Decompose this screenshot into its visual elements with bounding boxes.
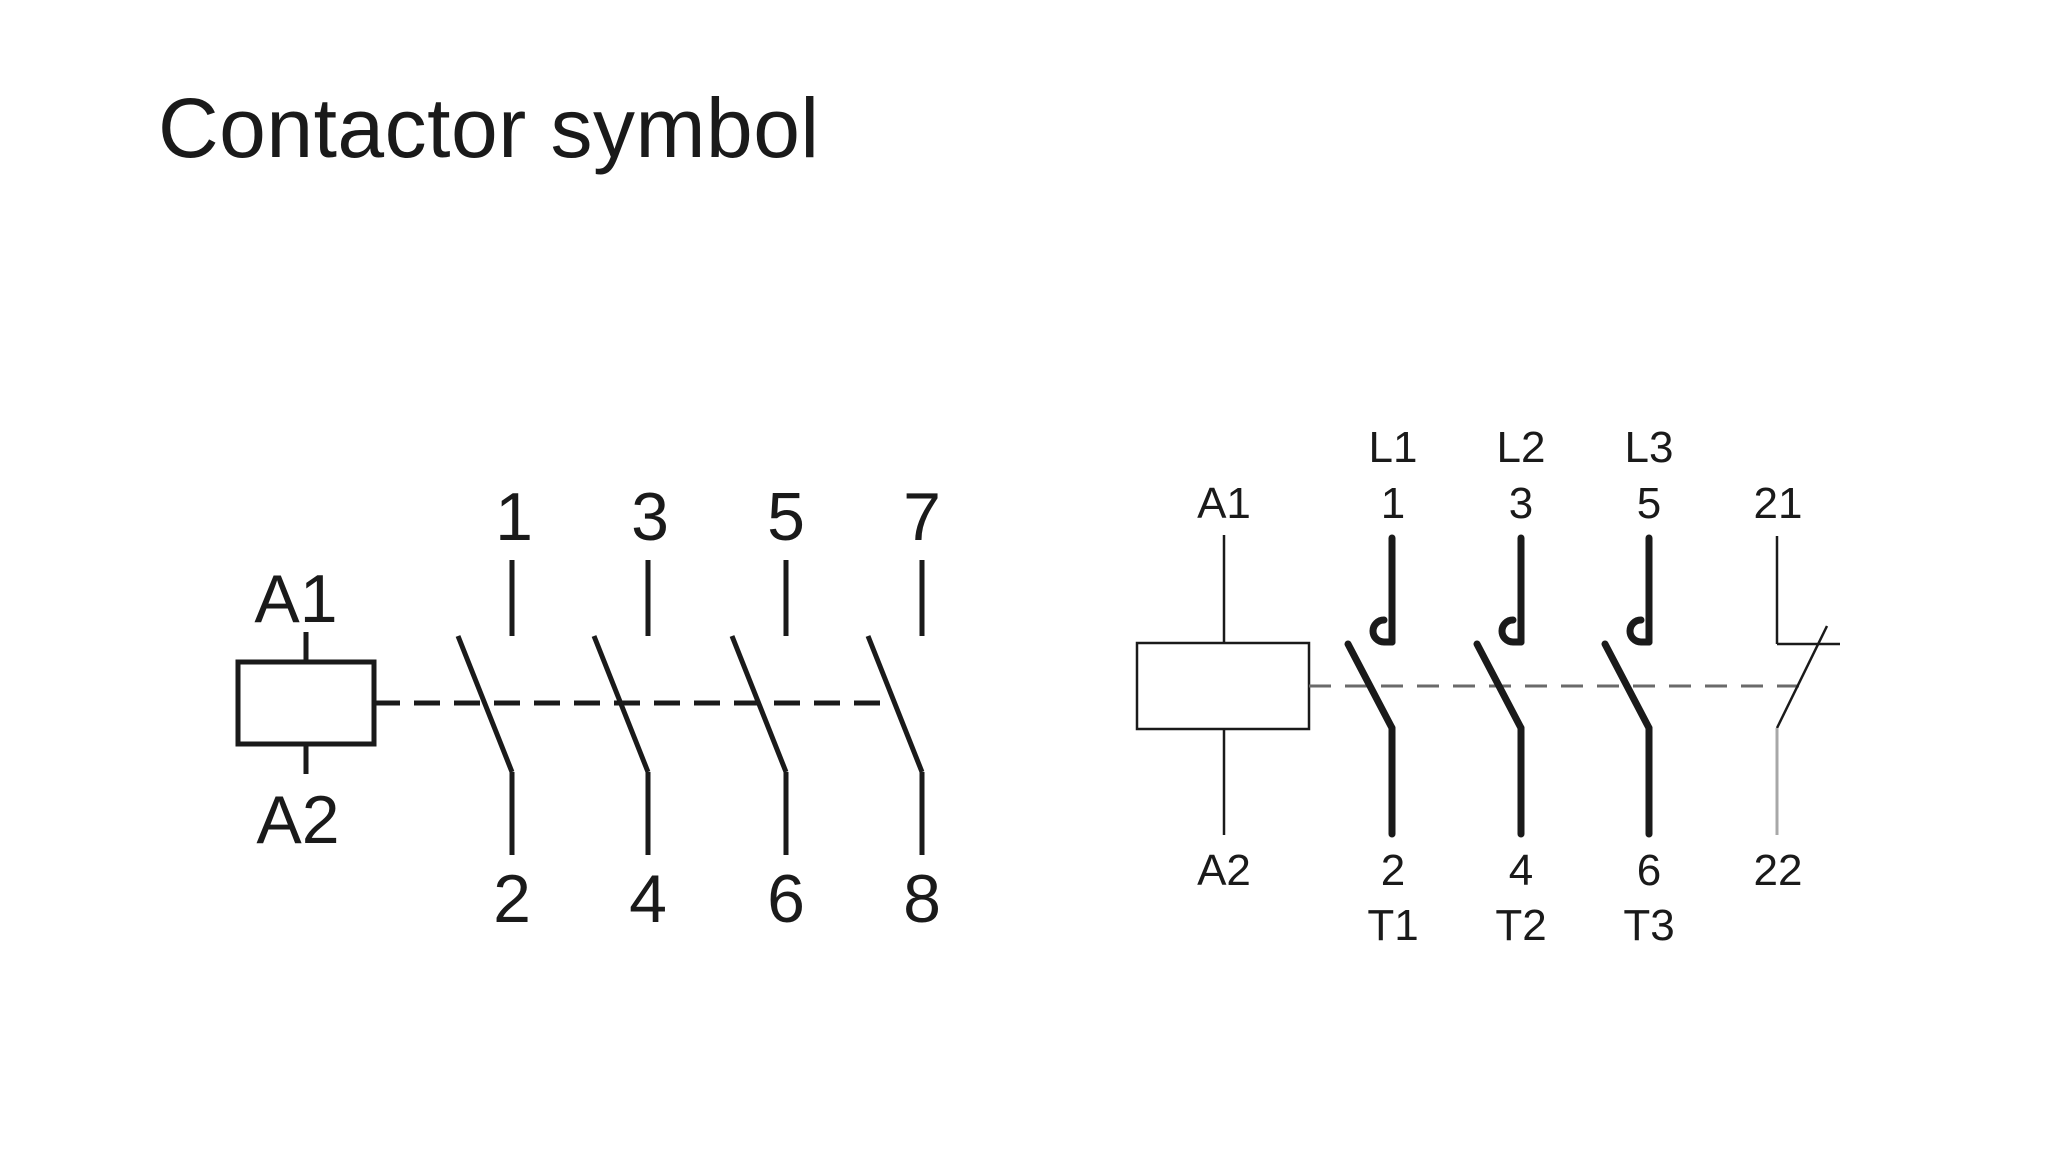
coil-2-label-a2: A2 bbox=[1197, 846, 1251, 895]
main-contact-l2 bbox=[1473, 534, 1525, 838]
aux-nc-contact-21-22 bbox=[1775, 536, 1840, 835]
main-label-4: 4 bbox=[1509, 846, 1533, 895]
aux-label-22: 22 bbox=[1754, 846, 1803, 895]
terminal-label-t1: T1 bbox=[1367, 901, 1418, 950]
contact-label-2: 2 bbox=[493, 861, 531, 937]
coil-1 bbox=[235, 659, 377, 747]
no-contact-7-8 bbox=[865, 560, 925, 855]
main-label-3: 3 bbox=[1509, 479, 1533, 528]
contact-label-3: 3 bbox=[631, 479, 669, 555]
contact-label-4: 4 bbox=[629, 861, 667, 937]
no-contact-5-6 bbox=[729, 560, 789, 855]
contact-label-7: 7 bbox=[903, 479, 941, 555]
main-contact-l3 bbox=[1601, 534, 1653, 838]
coil-1-label-a1: A1 bbox=[254, 561, 337, 637]
no-contact-1-2 bbox=[455, 560, 515, 855]
coil-2-label-a1: A1 bbox=[1197, 479, 1251, 528]
contact-label-1: 1 bbox=[495, 479, 533, 555]
diagram-2 bbox=[1135, 534, 1840, 838]
diagram-2-labels: L1 L2 L3 A1 1 3 5 21 A2 2 4 6 22 T1 T2 T… bbox=[1197, 423, 1802, 950]
main-label-6: 6 bbox=[1637, 846, 1661, 895]
main-contact-l1 bbox=[1344, 534, 1396, 838]
line-label-l2: L2 bbox=[1497, 423, 1546, 472]
main-label-1: 1 bbox=[1381, 479, 1405, 528]
line-label-l3: L3 bbox=[1625, 423, 1674, 472]
terminal-label-t2: T2 bbox=[1495, 901, 1546, 950]
terminal-label-t3: T3 bbox=[1623, 901, 1674, 950]
diagram-1 bbox=[235, 560, 925, 855]
main-label-2: 2 bbox=[1381, 846, 1405, 895]
contact-label-6: 6 bbox=[767, 861, 805, 937]
aux-label-21: 21 bbox=[1754, 479, 1803, 528]
line-label-l1: L1 bbox=[1369, 423, 1418, 472]
slide-title: Contactor symbol bbox=[158, 81, 820, 175]
contact-label-8: 8 bbox=[903, 861, 941, 937]
no-contact-3-4 bbox=[591, 560, 651, 855]
coil-1-label-a2: A2 bbox=[256, 782, 339, 858]
contact-label-5: 5 bbox=[767, 479, 805, 555]
diagram-1-labels: A1 A2 1 3 5 7 2 4 6 8 bbox=[254, 479, 941, 937]
main-label-5: 5 bbox=[1637, 479, 1661, 528]
coil-2 bbox=[1135, 641, 1311, 731]
